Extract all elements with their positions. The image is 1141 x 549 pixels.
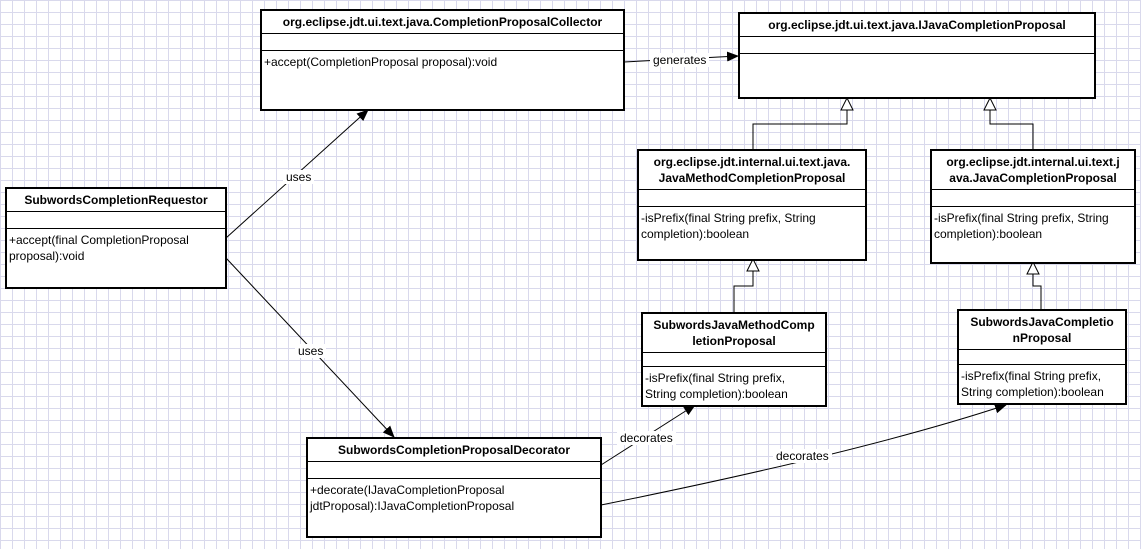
class-name: org.eclipse.jdt.ui.text.java.CompletionP…	[262, 11, 623, 34]
class-operations: +accept(CompletionProposal proposal):voi…	[264, 55, 498, 69]
class-subwords-java-method-completion-proposal[interactable]: SubwordsJavaMethodComp letionProposal -i…	[641, 312, 827, 407]
class-completion-proposal-collector[interactable]: org.eclipse.jdt.ui.text.java.CompletionP…	[260, 9, 625, 111]
class-name: SubwordsJavaMethodComp letionProposal	[643, 314, 825, 353]
class-name: org.eclipse.jdt.internal.ui.text.j ava.J…	[932, 151, 1134, 190]
class-name: org.eclipse.jdt.internal.ui.text.java. J…	[639, 151, 865, 190]
class-name: org.eclipse.jdt.ui.text.java.IJavaComple…	[740, 14, 1094, 37]
class-operations: -isPrefix(final String prefix, String co…	[641, 211, 816, 241]
class-operations: +accept(final CompletionProposal proposa…	[9, 233, 189, 263]
generalization-sjmcp-connector	[733, 259, 753, 313]
decorates-method-label: decorates	[617, 431, 676, 445]
generates-label: generates	[650, 53, 710, 67]
class-name: SubwordsJavaCompletio nProposal	[959, 311, 1125, 350]
class-attributes	[308, 462, 600, 479]
class-attributes	[639, 190, 865, 207]
class-java-completion-proposal[interactable]: org.eclipse.jdt.internal.ui.text.j ava.J…	[930, 149, 1136, 264]
generalization-sjcp-connector	[1033, 262, 1042, 310]
class-attributes	[740, 37, 1094, 54]
class-operations: -isPrefix(final String prefix, String co…	[645, 371, 788, 401]
uses-decorator-label: uses	[295, 344, 327, 358]
class-subwords-completion-requestor[interactable]: SubwordsCompletionRequestor +accept(fina…	[5, 187, 227, 289]
class-subwords-completion-proposal-decorator[interactable]: SubwordsCompletionProposalDecorator +dec…	[306, 437, 602, 538]
class-name: SubwordsCompletionRequestor	[7, 189, 225, 212]
class-ijava-completion-proposal[interactable]: org.eclipse.jdt.ui.text.java.IJavaComple…	[738, 12, 1096, 99]
class-operations: -isPrefix(final String prefix, String co…	[934, 211, 1109, 241]
generalization-jcp-connector	[990, 98, 1034, 150]
class-attributes	[959, 350, 1125, 365]
class-attributes	[7, 212, 225, 229]
class-attributes	[932, 190, 1134, 207]
class-attributes	[262, 34, 623, 51]
class-operations: +decorate(IJavaCompletionProposal jdtPro…	[310, 483, 515, 513]
class-operations: -isPrefix(final String prefix, String co…	[961, 369, 1104, 399]
decorates-completion-label: decorates	[773, 449, 832, 463]
class-subwords-java-completion-proposal[interactable]: SubwordsJavaCompletio nProposal -isPrefi…	[957, 309, 1127, 405]
class-java-method-completion-proposal[interactable]: org.eclipse.jdt.internal.ui.text.java. J…	[637, 149, 867, 261]
class-operations	[740, 54, 1094, 60]
uses-collector-label: uses	[283, 170, 315, 184]
class-name: SubwordsCompletionProposalDecorator	[308, 439, 600, 462]
class-attributes	[643, 353, 825, 367]
generalization-jmcp-connector	[752, 98, 847, 150]
